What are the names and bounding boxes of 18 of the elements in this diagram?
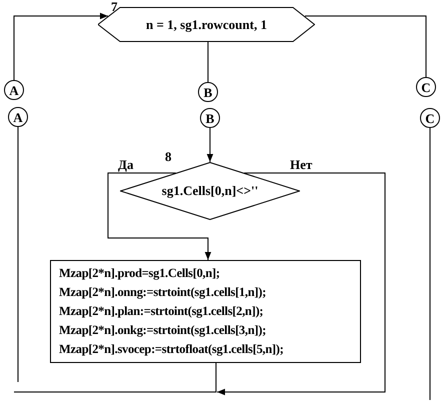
connector-line (14, 362, 216, 392)
edge-label: Нет (290, 158, 312, 172)
edge-label: Да (118, 158, 134, 172)
process-box (50, 260, 361, 363)
arrow (206, 128, 214, 162)
arrow (216, 172, 386, 396)
code-line: Mzap[2*n].onkg:=strtoint(sg1.cells[3,n]); (59, 322, 267, 339)
code-line: Mzap[2*n].prod=sg1.Cells[0,n]; (59, 265, 221, 282)
arrow (14, 12, 108, 80)
decision-condition: sg1.Cells[0,n]<>'' (162, 182, 258, 200)
code-line: Mzap[2*n].svocep:=strtofloat(sg1.cells[5,n]); (59, 341, 284, 358)
arrow (108, 172, 212, 260)
loop-condition: n = 1, sg1.rowcount, 1 (146, 16, 267, 34)
block-number: 7 (111, 0, 118, 14)
code-line: Mzap[2*n].onng:=strtoint(sg1.cells[1,n]); (59, 284, 267, 301)
connector-line (304, 16, 426, 78)
block-number: 8 (165, 150, 172, 164)
code-line: Mzap[2*n].plan:=strtoint(sg1.cells[2,n]); (59, 303, 264, 320)
